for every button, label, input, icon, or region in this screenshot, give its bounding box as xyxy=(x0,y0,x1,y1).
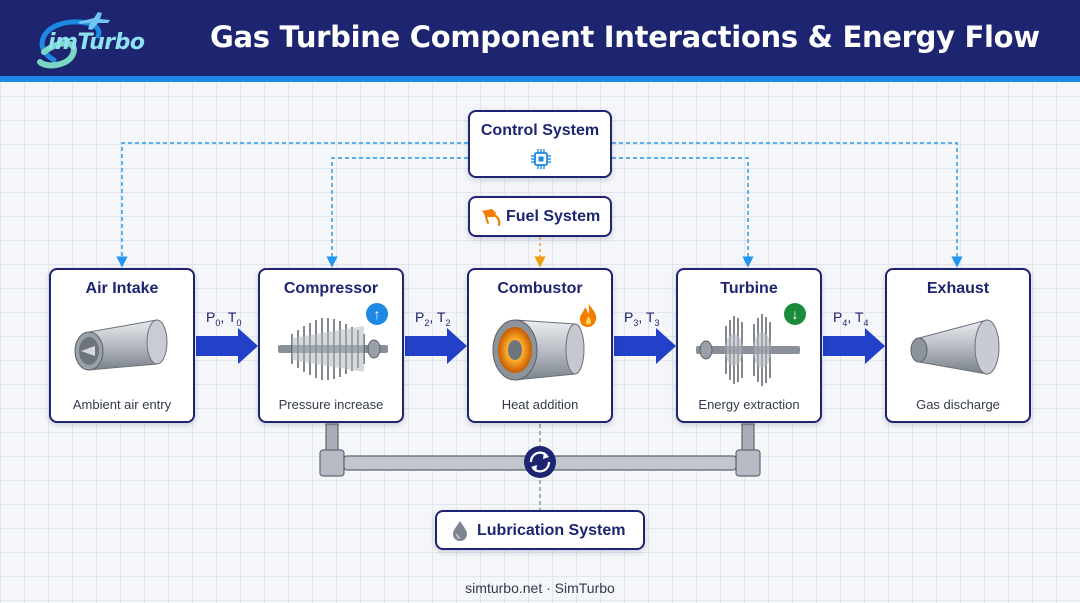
component-name: Air Intake xyxy=(85,280,159,297)
chip-icon xyxy=(531,149,551,169)
flow-arrow-1 xyxy=(196,328,258,364)
fuel-nozzle-icon xyxy=(482,209,501,227)
component-description: Energy extraction xyxy=(698,397,800,412)
control-system-box[interactable]: Control System xyxy=(468,110,612,178)
control-line-turbine xyxy=(612,157,754,268)
rotation-icon xyxy=(524,446,556,478)
flow-arrow-4 xyxy=(823,328,885,364)
component-name: Exhaust xyxy=(926,280,990,297)
exhaust-icon xyxy=(910,319,1000,375)
component-name: Combustor xyxy=(497,280,583,297)
footer-credit: simturbo.net · SimTurbo xyxy=(465,580,615,596)
state-label-p0-t0: P0, T0 xyxy=(206,309,242,328)
compressor-box[interactable]: Compressor ↑ Pressure increase xyxy=(258,268,404,423)
fuel-system-box[interactable]: Fuel System xyxy=(468,196,612,237)
compressor-icon xyxy=(278,318,388,380)
air-intake-icon xyxy=(74,319,168,371)
flame-icon xyxy=(580,303,597,327)
flow-arrow-3 xyxy=(614,328,676,364)
flow-arrow-2 xyxy=(405,328,467,364)
simturbo-logo xyxy=(37,12,110,69)
exhaust-box[interactable]: Exhaust Gas discharge xyxy=(885,268,1031,423)
component-name: Compressor xyxy=(283,280,379,297)
fuel-system-label: Fuel System xyxy=(506,208,601,225)
pressure-up-icon: ↑ xyxy=(366,303,388,325)
state-label-p2-t2: P2, T2 xyxy=(415,309,451,328)
oil-drop-icon xyxy=(453,521,467,541)
component-name: Turbine xyxy=(720,280,778,297)
energy-down-icon: ↓ xyxy=(784,303,806,325)
control-line-intake xyxy=(116,142,468,268)
component-description: Heat addition xyxy=(501,397,579,412)
component-description: Gas discharge xyxy=(916,397,1000,412)
air-intake-box[interactable]: Air Intake Ambient air entry xyxy=(49,268,195,423)
state-label-p4-t4: P4, T4 xyxy=(833,309,869,328)
page-title: Gas Turbine Component Interactions & Ene… xyxy=(210,20,1040,54)
logo-text: imTurbo xyxy=(48,30,145,55)
component-description: Ambient air entry xyxy=(72,397,172,412)
state-label-p3-t3: P3, T3 xyxy=(624,309,660,328)
combustor-box[interactable]: Combustor Heat addition xyxy=(467,268,613,423)
lubrication-system-label: Lubrication System xyxy=(477,522,626,539)
turbine-box[interactable]: Turbine ↓ Energy extraction xyxy=(676,268,822,423)
combustor-icon xyxy=(492,319,585,381)
control-line-compressor xyxy=(326,157,468,268)
control-system-label: Control System xyxy=(480,122,600,139)
component-description: Pressure increase xyxy=(278,397,384,412)
turbine-icon xyxy=(696,314,800,386)
header-bar: imTurbo Gas Turbine Component Interactio… xyxy=(0,0,1080,82)
lubrication-system-box[interactable]: Lubrication System xyxy=(435,510,645,550)
control-line-exhaust xyxy=(612,142,963,268)
